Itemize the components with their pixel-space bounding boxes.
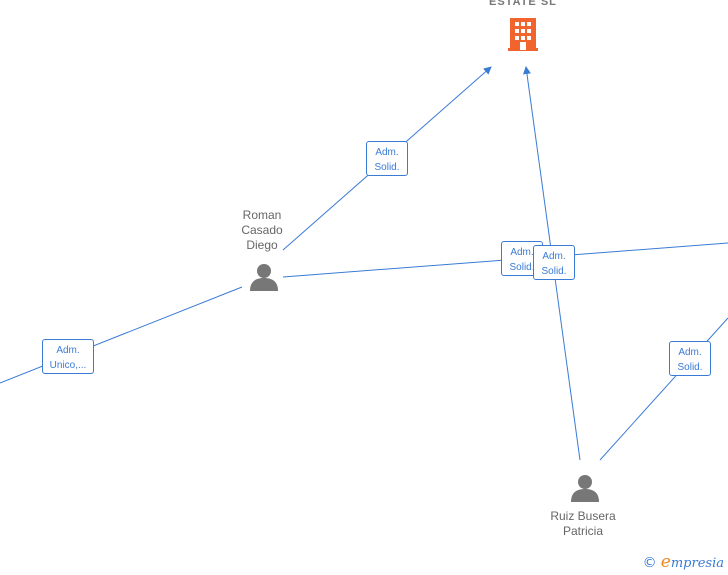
person-name-ruiz[interactable]: Ruiz Busera Patricia: [538, 509, 628, 539]
copyright-symbol: ©: [642, 555, 657, 571]
edge-ruiz-right: [599, 317, 728, 461]
person-icon[interactable]: [571, 475, 599, 502]
role-badge-roman-company[interactable]: Adm. Solid.: [366, 141, 408, 176]
person-icon[interactable]: [250, 264, 278, 291]
person-name-line: Casado: [241, 223, 283, 237]
person-name-roman[interactable]: Roman Casado Diego: [226, 208, 298, 253]
person-name-line: Ruiz Busera: [550, 509, 616, 523]
person-name-line: Patricia: [562, 524, 603, 538]
empresia-watermark: © empresia: [643, 552, 724, 572]
company-name[interactable]: ESTATE SL: [489, 0, 557, 8]
role-badge-roman-left[interactable]: Adm. Unico,...: [42, 339, 94, 374]
role-badge-ruiz-company[interactable]: Adm. Solid.: [533, 245, 575, 280]
role-badge-ruiz-right[interactable]: Adm. Solid.: [669, 341, 711, 376]
person-name-line: Roman: [242, 208, 282, 222]
brand-name: mpresia: [670, 556, 724, 571]
edge-roman-left: [0, 286, 243, 384]
building-icon[interactable]: [508, 18, 538, 51]
person-name-line: Diego: [246, 238, 278, 252]
brand-initial: e: [660, 552, 671, 572]
